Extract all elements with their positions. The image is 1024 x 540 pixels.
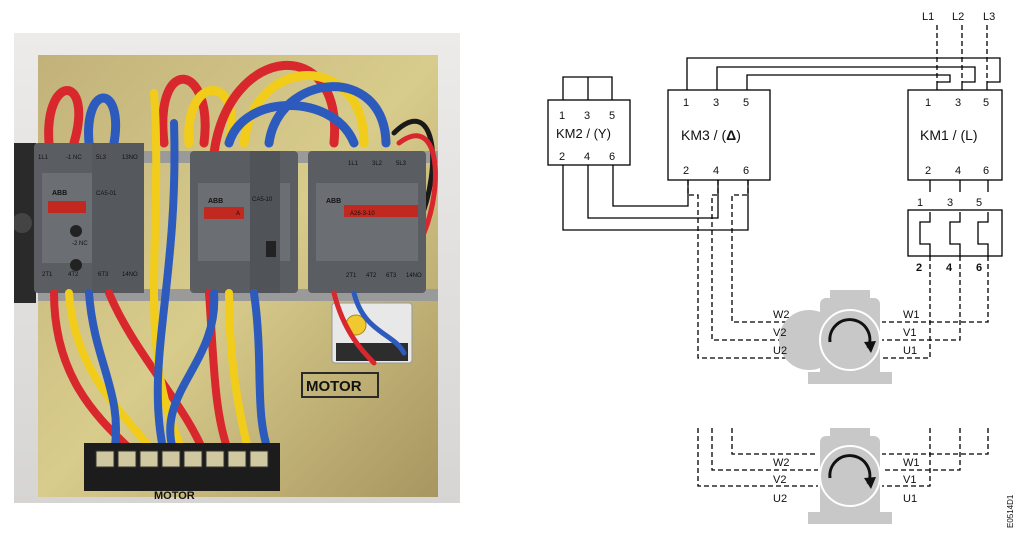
km3-label: KM3 / (Δ) <box>681 127 741 143</box>
solid-wiring <box>562 57 1001 231</box>
left-top-label-3: 5L3 <box>96 155 107 161</box>
right-model: A26-3-10 <box>350 211 375 217</box>
contactor-right: ABB A26-3-10 1L1 3L2 5L3 2T1 4T2 6T3 14N… <box>308 151 426 293</box>
km1-top-1: 1 <box>925 97 931 109</box>
km1-bottom-3: 6 <box>983 165 989 177</box>
right-bottom-label-2: 4T2 <box>366 273 377 279</box>
left-top-label-4: 13NO <box>122 155 138 161</box>
left-aux-model: CA5-01 <box>96 191 117 197</box>
left-bottom-label-2: 4T2 <box>68 272 79 278</box>
panel-diagram: L1 L2 L3 1 3 5 KM2 / (Y) 2 4 6 1 3 5 KM3… <box>530 0 1024 535</box>
motor2-wiring <box>697 428 989 487</box>
panel-photo-drawing: 1L1 -1 NC 5L3 13NO ABB CA5-01 2T1 4T2 -2… <box>12 33 460 503</box>
middle-model: A <box>236 211 240 217</box>
line-l2-label: L2 <box>952 11 964 23</box>
km3-label-delta: Δ <box>726 127 736 143</box>
motor1-v2: V2 <box>773 327 786 339</box>
right-bottom-label-1: 2T1 <box>346 273 357 279</box>
motor1-u1: U1 <box>903 345 917 357</box>
km2-top-3: 5 <box>609 110 615 122</box>
motor1-w1: W1 <box>903 309 920 321</box>
contactor-left: 1L1 -1 NC 5L3 13NO ABB CA5-01 2T1 4T2 -2… <box>34 143 144 293</box>
line-l3-label: L3 <box>983 11 995 23</box>
right-brand: ABB <box>326 198 341 205</box>
motor2-u2: U2 <box>773 493 787 505</box>
km3-bottom-1: 2 <box>683 165 689 177</box>
motor2-v1: V1 <box>903 474 916 486</box>
km2-top-2: 3 <box>584 110 590 122</box>
motor1-w2: W2 <box>773 309 790 321</box>
right-bottom-label-4: 14NO <box>406 273 422 279</box>
figure-code: E0514D1 <box>1006 494 1015 528</box>
left-brand: ABB <box>52 190 67 197</box>
km2-top-1: 1 <box>559 110 565 122</box>
terminal-block: MOTOR <box>84 443 280 502</box>
km2-bottom-1: 2 <box>559 151 565 163</box>
left-top-label-2: -1 NC <box>66 155 82 161</box>
line-l1-label: L1 <box>922 11 934 23</box>
gland-hole <box>12 213 32 233</box>
motor-label: MOTOR <box>306 378 362 395</box>
overload-top-3: 5 <box>976 197 982 209</box>
km3-bottom-3: 6 <box>743 165 749 177</box>
motor1-wiring <box>687 180 989 359</box>
wiring-diagram: L1 L2 L3 1 3 5 KM2 / (Y) 2 4 6 1 3 5 KM3… <box>547 11 1015 528</box>
left-bottom-label-5: 14NO <box>122 272 138 278</box>
km1-contactor <box>907 89 1003 181</box>
km1-label: KM1 / (L) <box>920 127 978 143</box>
motor2-w2: W2 <box>773 457 790 469</box>
right-top-label-3: 5L3 <box>396 161 407 167</box>
panel-photo: 1L1 -1 NC 5L3 13NO ABB CA5-01 2T1 4T2 -2… <box>12 33 460 503</box>
km3-label-prefix: KM3 / ( <box>681 127 726 143</box>
km2-bottom-3: 6 <box>609 151 615 163</box>
km3-bottom-2: 4 <box>713 165 719 177</box>
left-bottom-label-1: 2T1 <box>42 272 53 278</box>
wire-bundle-front <box>50 89 407 457</box>
right-top-label-2: 3L2 <box>372 161 383 167</box>
km1-to-overload <box>929 180 989 192</box>
overload-top-2: 3 <box>947 197 953 209</box>
km1-top-3: 5 <box>983 97 989 109</box>
km3-top-3: 5 <box>743 97 749 109</box>
supply-lines <box>936 25 988 82</box>
km3-contactor <box>667 89 771 181</box>
overload-bottom-3: 6 <box>976 262 982 274</box>
overload-relay-symbol <box>907 209 1003 257</box>
overload-relay <box>331 302 413 364</box>
motor2-w1: W1 <box>903 457 920 469</box>
motor-label-plate <box>301 372 379 398</box>
left-bottom-label-3: -2 NC <box>72 241 88 247</box>
km2-bottom-2: 4 <box>584 151 590 163</box>
overload-bottom-1: 2 <box>916 262 922 274</box>
km1-bottom-2: 4 <box>955 165 961 177</box>
km1-top-2: 3 <box>955 97 961 109</box>
overload-bottom-2: 4 <box>946 262 953 274</box>
motor2-v2: V2 <box>773 474 786 486</box>
motor1-v1: V1 <box>903 327 916 339</box>
km2-contactor <box>547 99 631 166</box>
wire-bundle-back <box>44 60 438 236</box>
km3-top-2: 3 <box>713 97 719 109</box>
terminal-label: MOTOR <box>154 490 195 502</box>
overload-top-1: 1 <box>917 197 923 209</box>
km1-bottom-1: 2 <box>925 165 931 177</box>
motor1-u2: U2 <box>773 345 787 357</box>
motor2-u1: U1 <box>903 493 917 505</box>
left-top-label-1: 1L1 <box>38 155 49 161</box>
right-top-label-1: 1L1 <box>348 161 359 167</box>
left-bottom-label-4: 6T3 <box>98 272 109 278</box>
km2-label: KM2 / (Y) <box>556 126 611 141</box>
motor-icon-2 <box>808 428 892 524</box>
middle-brand: ABB <box>208 198 223 205</box>
contactor-middle: ABB A CA5-10 <box>190 151 298 293</box>
km3-top-1: 1 <box>683 97 689 109</box>
middle-aux-model: CA5-10 <box>252 197 273 203</box>
motor-icon-1 <box>779 290 892 384</box>
km3-label-suffix: ) <box>736 127 741 143</box>
right-bottom-label-3: 6T3 <box>386 273 397 279</box>
